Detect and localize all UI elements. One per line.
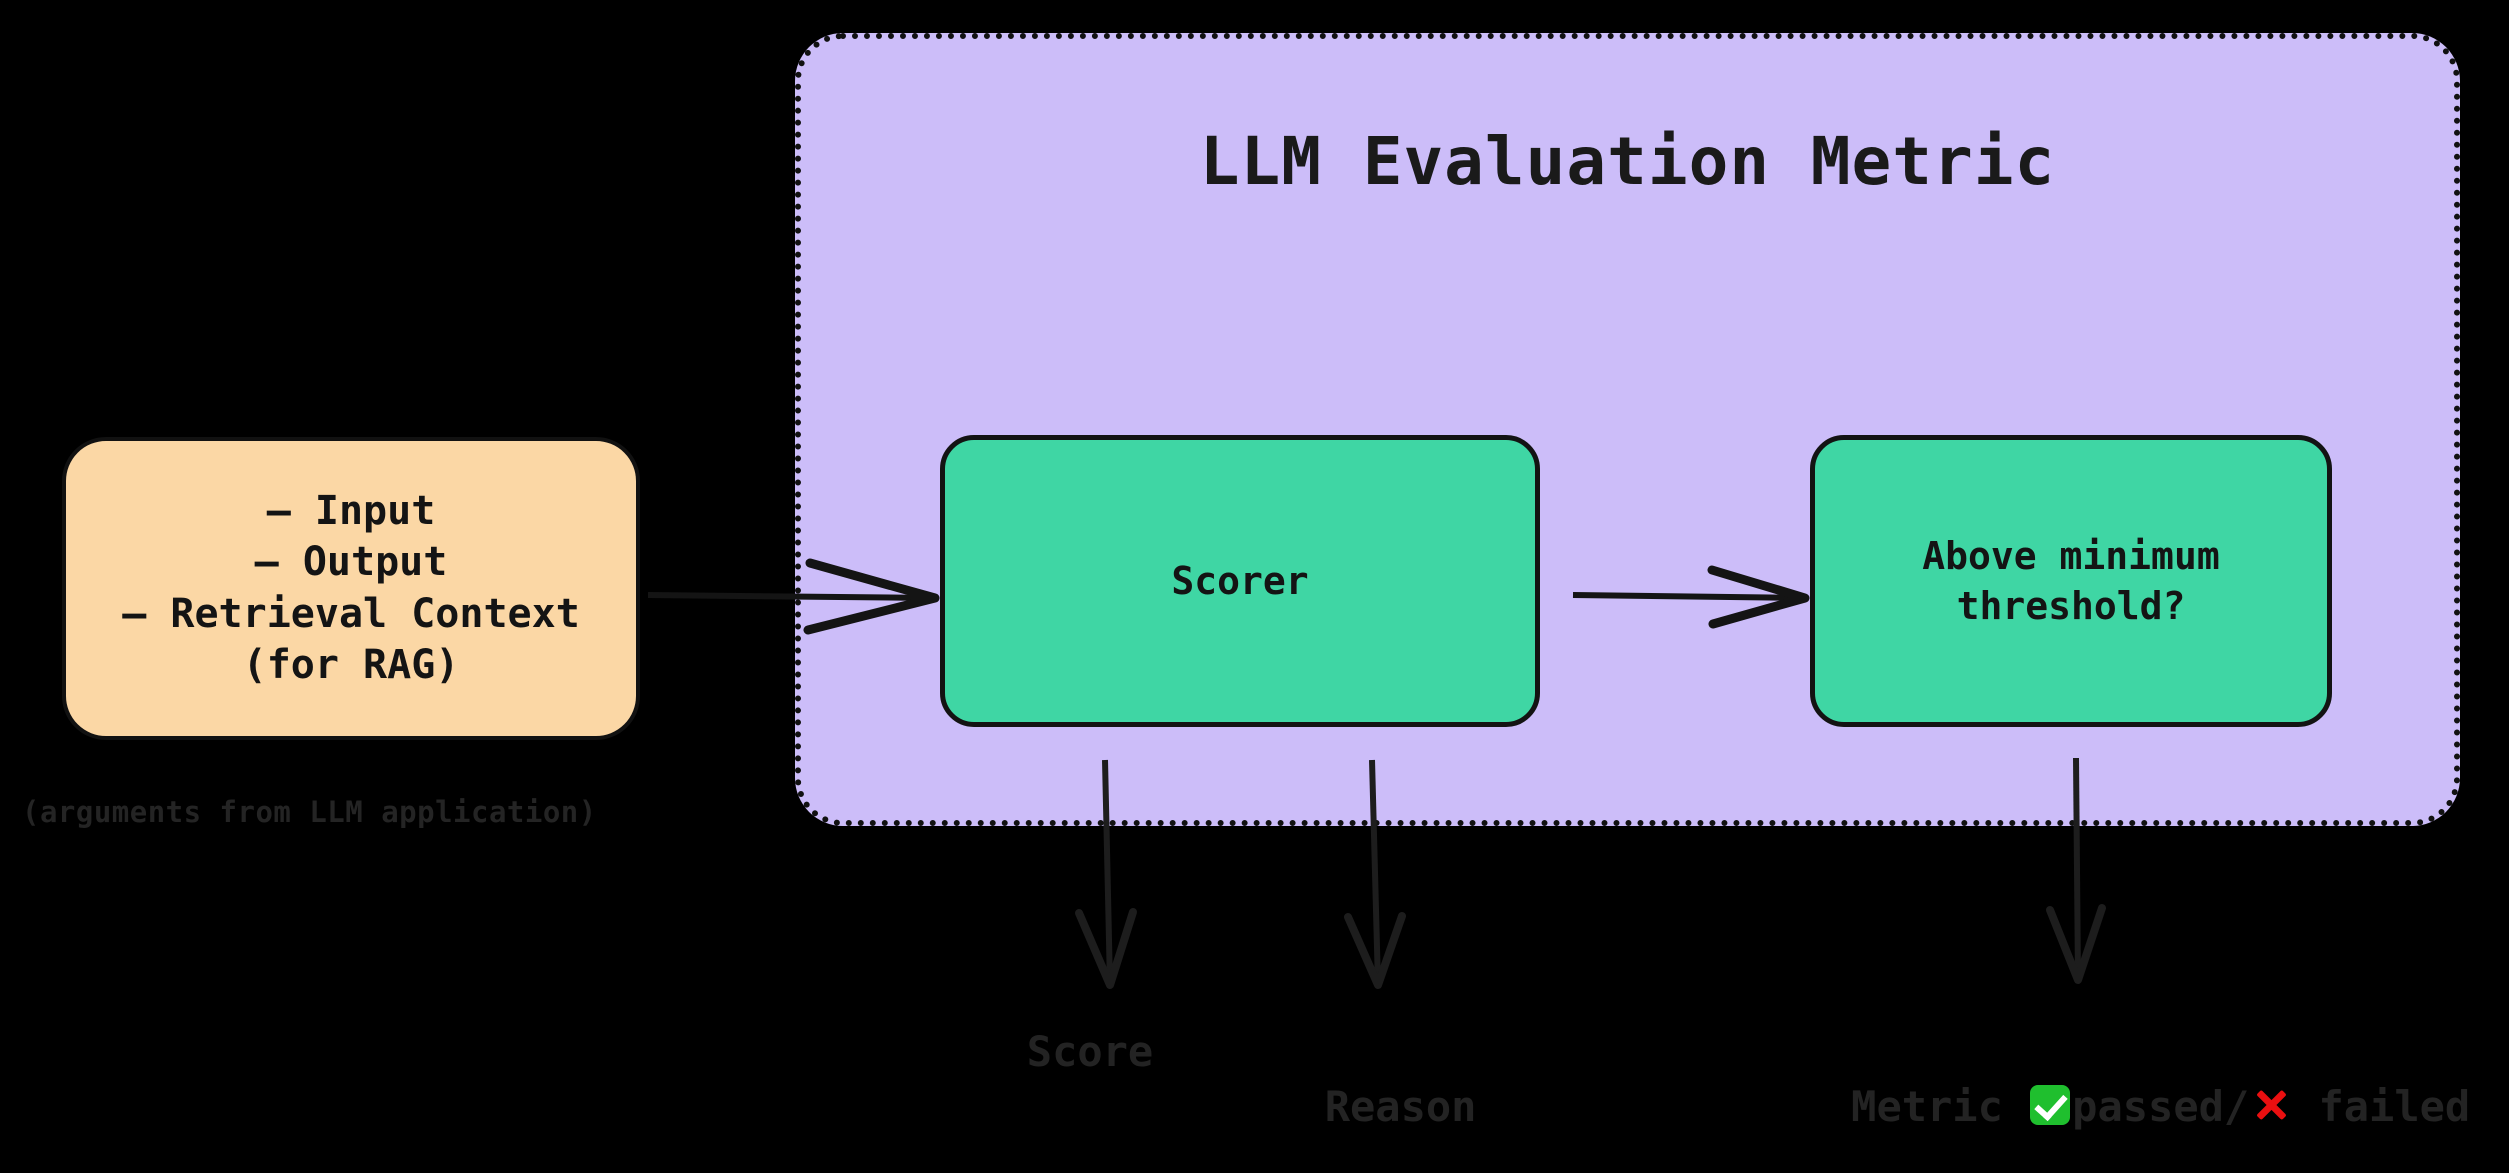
scorer-label: Scorer bbox=[1171, 558, 1309, 603]
input-caption: (arguments from LLM application) bbox=[22, 795, 597, 829]
threshold-label-line-1: Above minimum bbox=[1922, 533, 2220, 578]
output-label-score: Score bbox=[1026, 1027, 1154, 1076]
input-line-4: (for RAG) bbox=[242, 641, 460, 688]
threshold-label-line-2: threshold? bbox=[1956, 584, 2186, 628]
metric-failed: failed bbox=[2293, 1082, 2471, 1132]
output-label-metric: Metric passed/ failed bbox=[1750, 1024, 2509, 1173]
group-title: LLM Evaluation Metric bbox=[1199, 123, 2056, 200]
metric-passed: passed/ bbox=[2072, 1082, 2250, 1132]
input-arguments-box: — Input — Output — Retrieval Context (fo… bbox=[62, 437, 640, 740]
input-line-3: — Retrieval Context bbox=[122, 590, 580, 637]
cross-mark-icon bbox=[2251, 1085, 2291, 1125]
scorer-box: Scorer bbox=[940, 435, 1540, 727]
white-check-mark-icon bbox=[2030, 1085, 2071, 1126]
input-line-2: — Output bbox=[254, 539, 448, 586]
input-line-1: — Input bbox=[266, 488, 436, 535]
metric-prefix: Metric bbox=[1851, 1082, 2029, 1132]
reason-line-1: Reason bbox=[1324, 1082, 1477, 1132]
output-label-reason: Reason (optional) bbox=[1190, 1024, 1510, 1173]
threshold-box: Above minimum threshold? bbox=[1810, 435, 2332, 727]
